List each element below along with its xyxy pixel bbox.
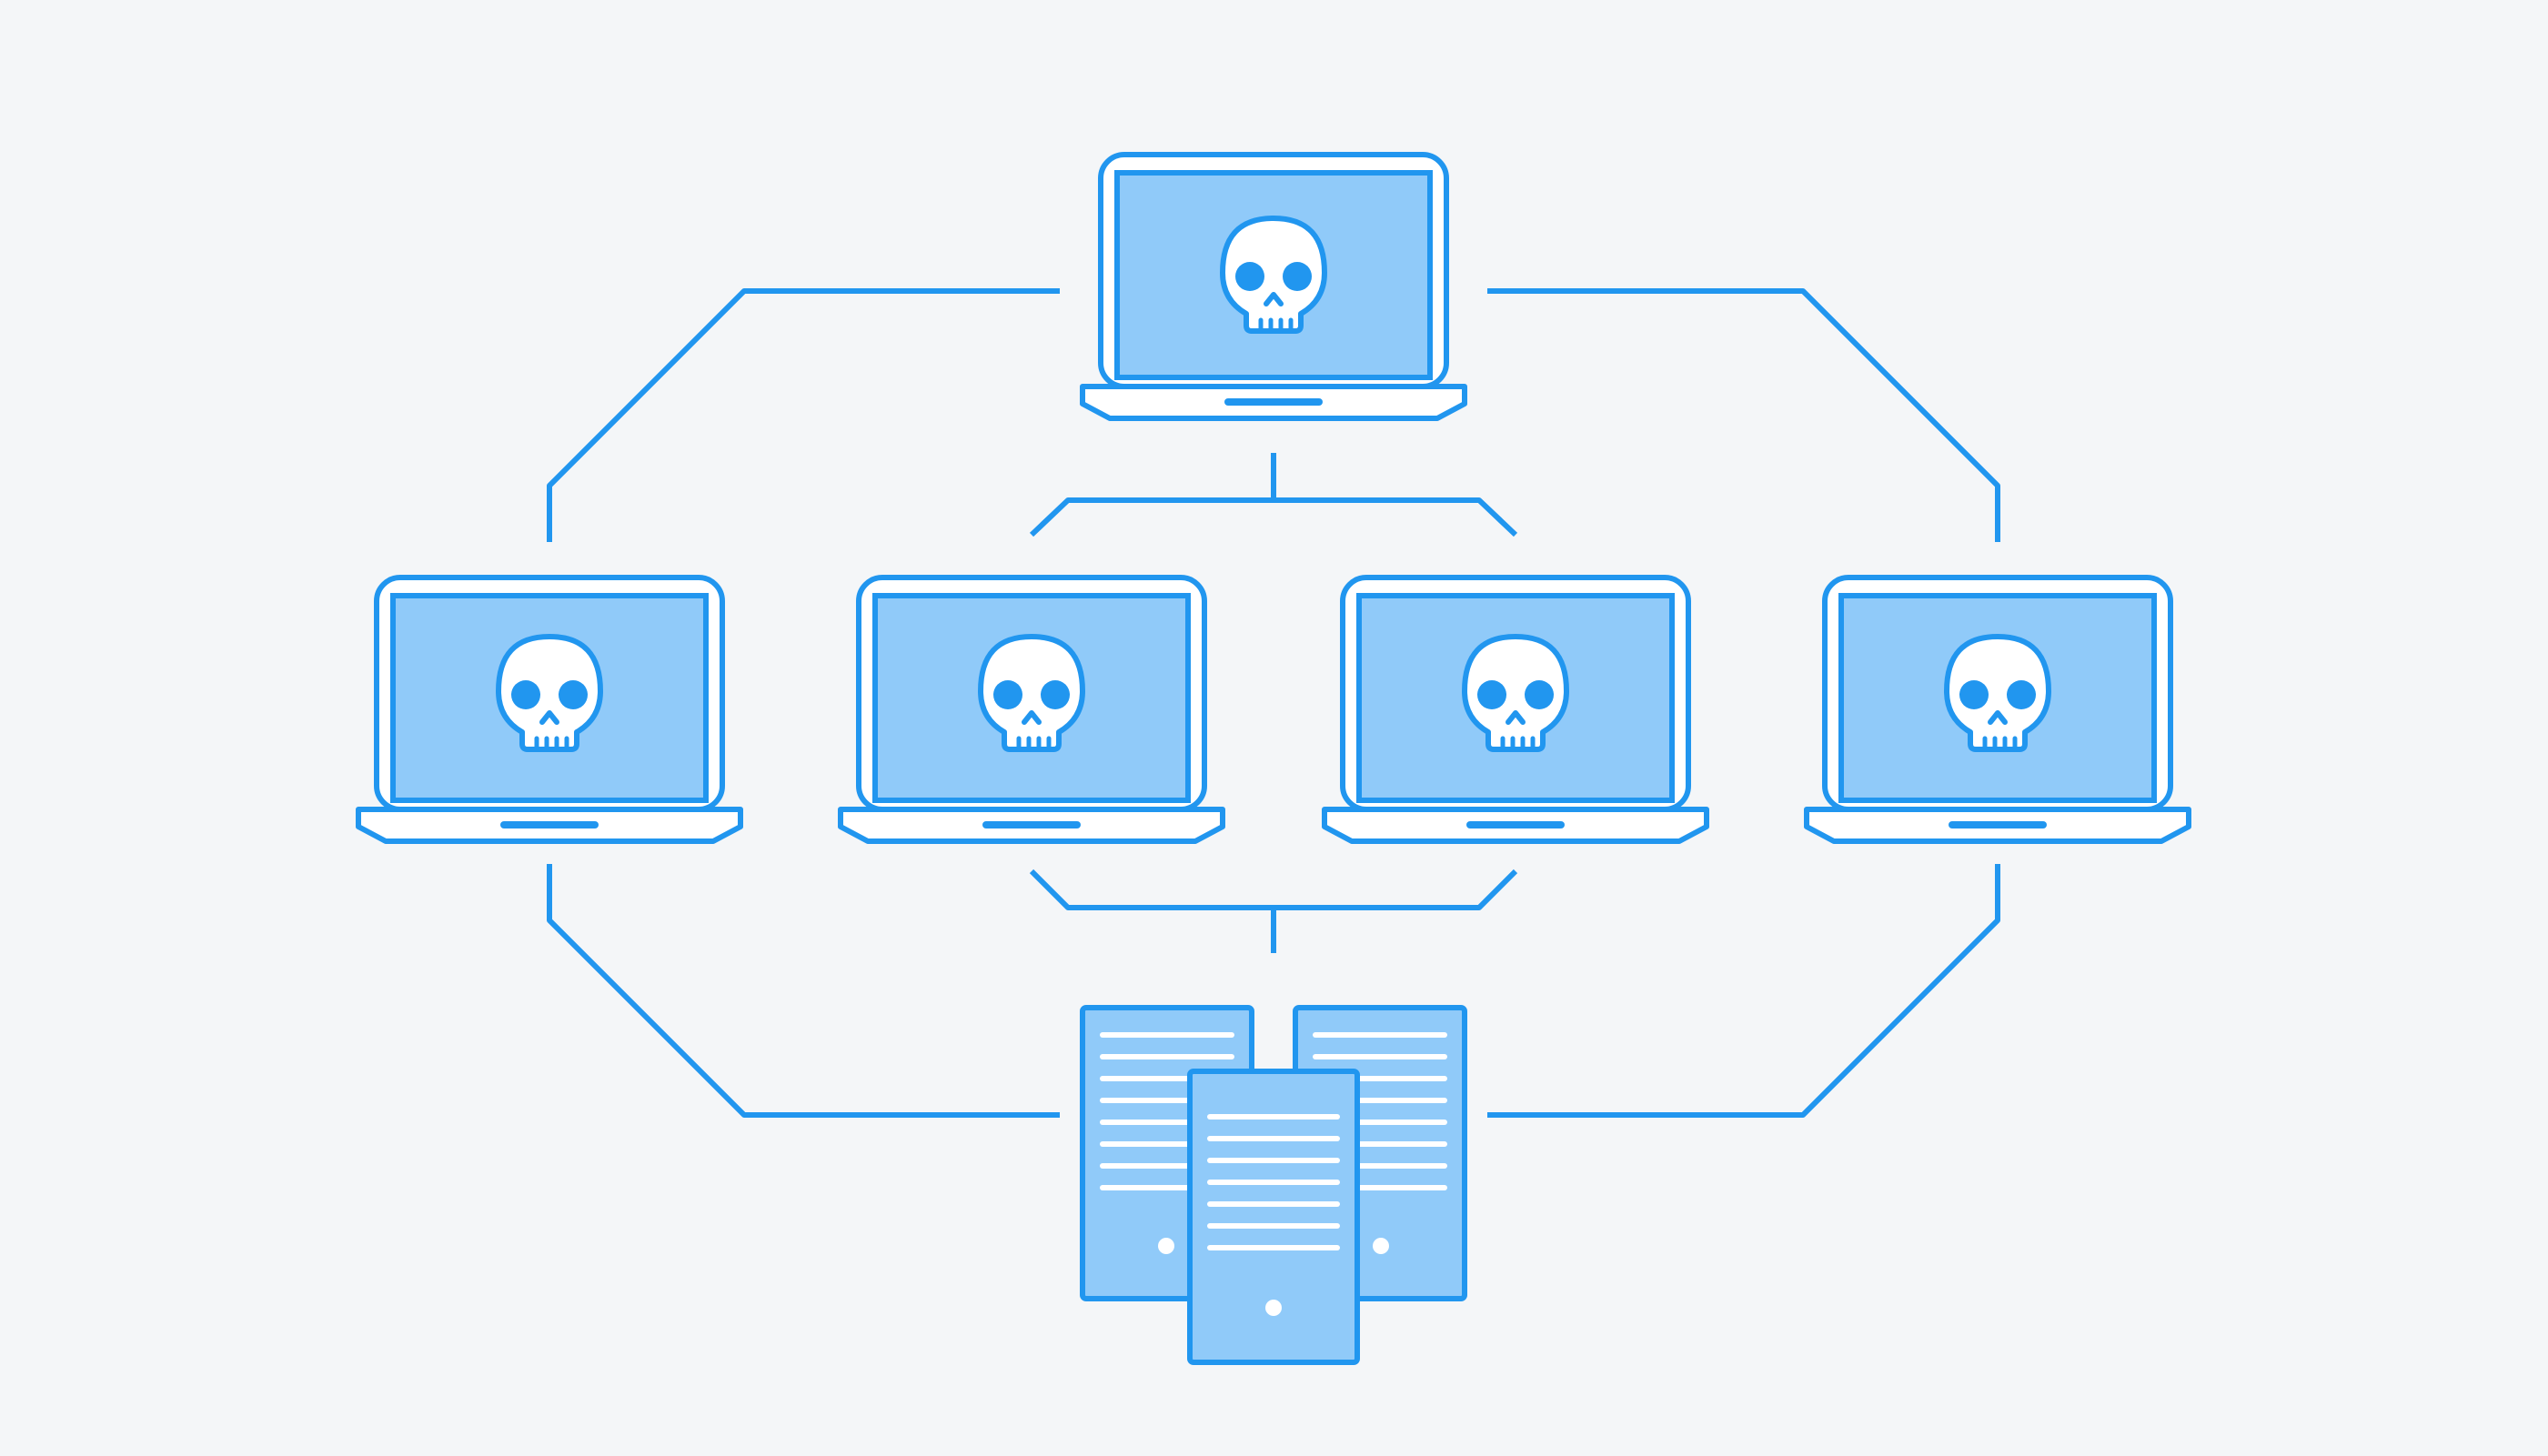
laptop-center-right bbox=[1324, 577, 1707, 841]
laptop-right bbox=[1807, 577, 2189, 841]
server-front bbox=[1187, 1069, 1360, 1365]
connection-lines bbox=[547, 288, 2000, 1118]
edge-right-server bbox=[1487, 864, 2000, 1118]
edge-top-left bbox=[547, 288, 1060, 542]
edge-bottom-branch bbox=[1029, 869, 1518, 910]
edge-top-right bbox=[1487, 288, 2000, 542]
edge-left-server bbox=[547, 864, 1060, 1118]
server-cluster bbox=[1080, 1005, 1467, 1365]
laptop-left bbox=[358, 577, 740, 841]
laptop-top bbox=[1083, 155, 1465, 418]
laptop-center-left bbox=[841, 577, 1223, 841]
edge-top-branch bbox=[1029, 497, 1518, 537]
